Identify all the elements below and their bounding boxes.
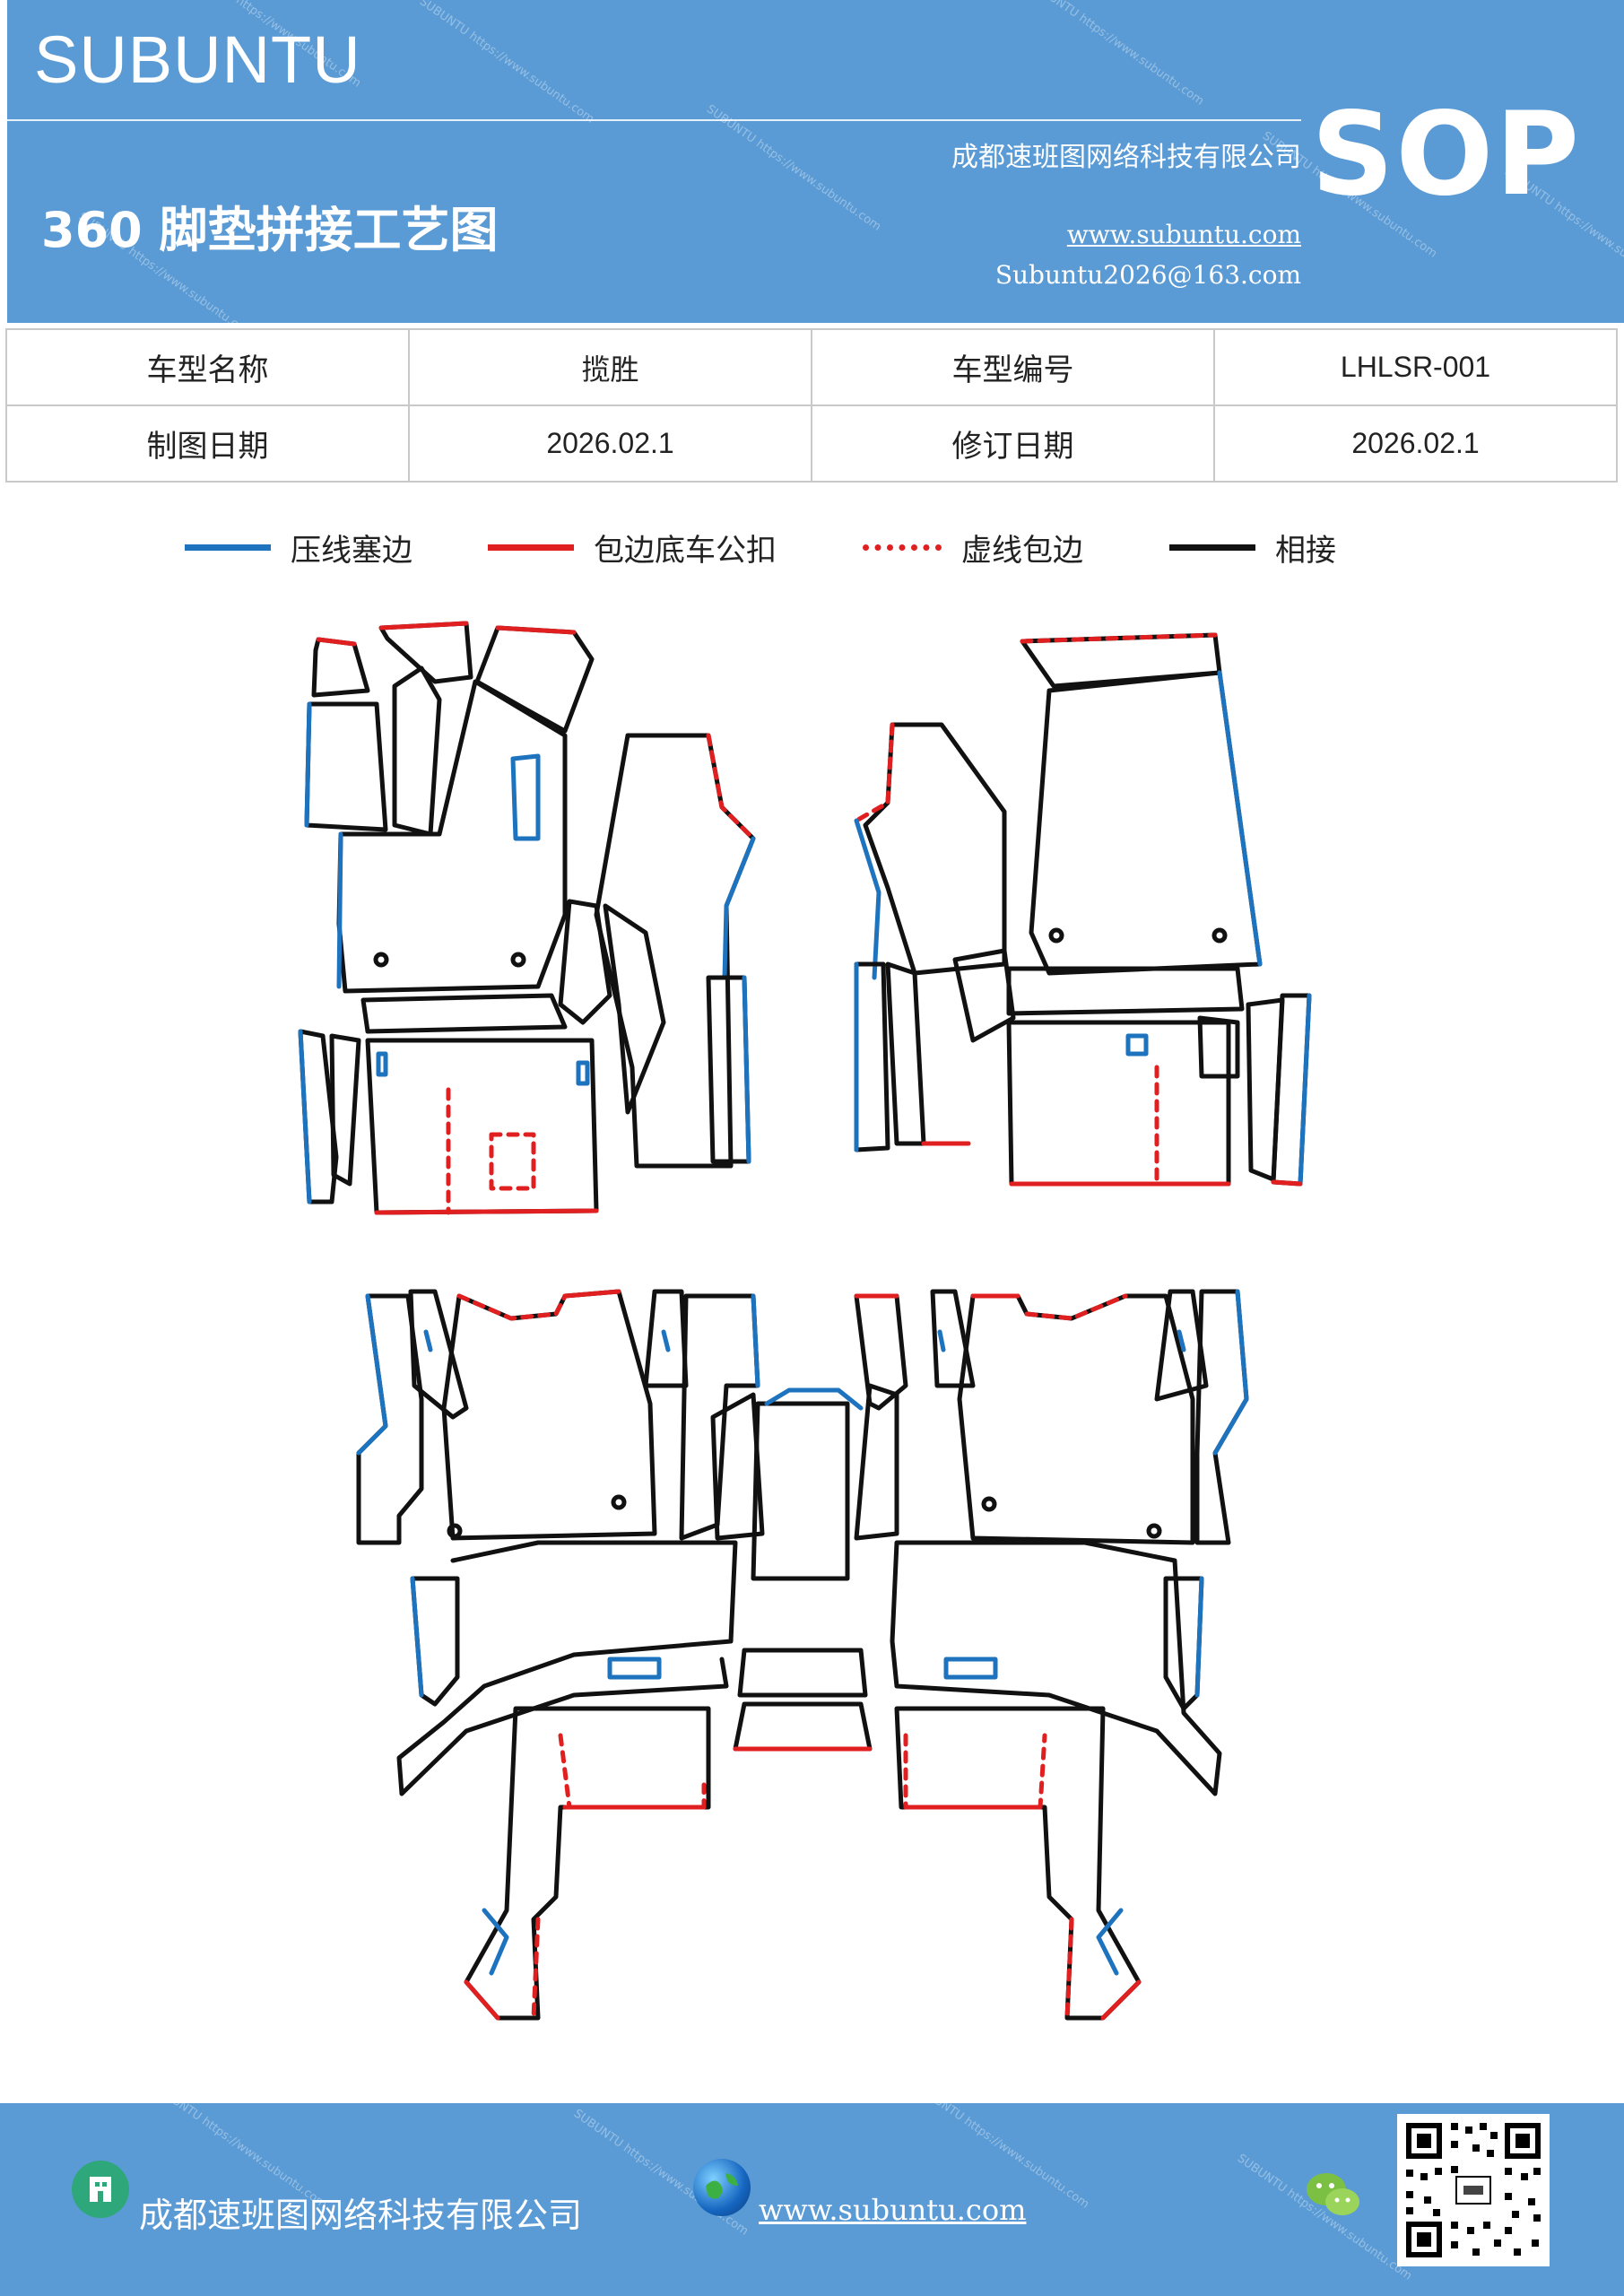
legend-item-edge-buckle: 包边底车公扣 bbox=[488, 520, 777, 574]
table-cell-label: 制图日期 bbox=[5, 404, 410, 483]
front-right-mat bbox=[854, 632, 1312, 1187]
table-cell-value: 2026.02.1 bbox=[1213, 404, 1618, 483]
line-legend: 压线塞边 包边底车公扣 虚线包边 相接 bbox=[0, 520, 1624, 574]
wechat-icon[interactable] bbox=[1303, 2168, 1362, 2222]
qr-code-icon bbox=[1397, 2114, 1550, 2266]
legend-item-dashed-edge: 虚线包边 bbox=[863, 520, 1083, 574]
header-website-link[interactable]: www.subuntu.com bbox=[1066, 220, 1301, 249]
legend-item-press-line: 压线塞边 bbox=[185, 520, 413, 574]
header-company-name: 成都速班图网络科技有限公司 bbox=[951, 142, 1301, 173]
page-footer: SUBUNTU https://www.subuntu.com SUBUNTU … bbox=[0, 2103, 1624, 2296]
vehicle-info-table: 车型名称 揽胜 车型编号 LHLSR-001 制图日期 2026.02.1 修订… bbox=[5, 328, 1618, 483]
table-row: 车型名称 揽胜 车型编号 LHLSR-001 bbox=[5, 328, 1618, 406]
legend-swatch bbox=[863, 544, 942, 551]
legend-swatch bbox=[1169, 544, 1255, 551]
rear-mat-assembly bbox=[356, 1289, 1249, 2021]
table-cell-label: 修订日期 bbox=[811, 404, 1215, 483]
table-row: 制图日期 2026.02.1 修订日期 2026.02.1 bbox=[5, 404, 1618, 483]
table-cell-label: 车型编号 bbox=[811, 328, 1215, 406]
legend-label: 虚线包边 bbox=[961, 532, 1083, 569]
page-title: 360 脚垫拼接工艺图 bbox=[41, 202, 499, 258]
legend-label: 压线塞边 bbox=[291, 532, 413, 569]
legend-swatch bbox=[488, 544, 574, 551]
legend-label: 包边底车公扣 bbox=[594, 532, 777, 569]
brand-logo-text: SUBUNTU bbox=[34, 22, 361, 97]
legend-item-joined: 相接 bbox=[1169, 520, 1336, 574]
table-cell-label: 车型名称 bbox=[5, 328, 410, 406]
table-cell-value: 揽胜 bbox=[408, 328, 812, 406]
page-header: SUBUNTU https://www.subuntu.com SUBUNTU … bbox=[7, 0, 1624, 323]
legend-swatch bbox=[185, 544, 271, 551]
header-email[interactable]: Subuntu2026@163.com bbox=[994, 260, 1301, 290]
table-cell-value: LHLSR-001 bbox=[1213, 328, 1618, 406]
footer-company-name: 成都速班图网络科技有限公司 bbox=[139, 2196, 583, 2235]
globe-icon bbox=[693, 2159, 751, 2216]
front-left-mat bbox=[298, 621, 756, 1215]
legend-label: 相接 bbox=[1275, 532, 1336, 569]
footer-website-link[interactable]: www.subuntu.com bbox=[759, 2193, 1027, 2227]
building-icon bbox=[72, 2161, 129, 2218]
table-cell-value: 2026.02.1 bbox=[408, 404, 812, 483]
header-divider bbox=[7, 119, 1301, 121]
sop-badge: SOP bbox=[1311, 88, 1581, 222]
